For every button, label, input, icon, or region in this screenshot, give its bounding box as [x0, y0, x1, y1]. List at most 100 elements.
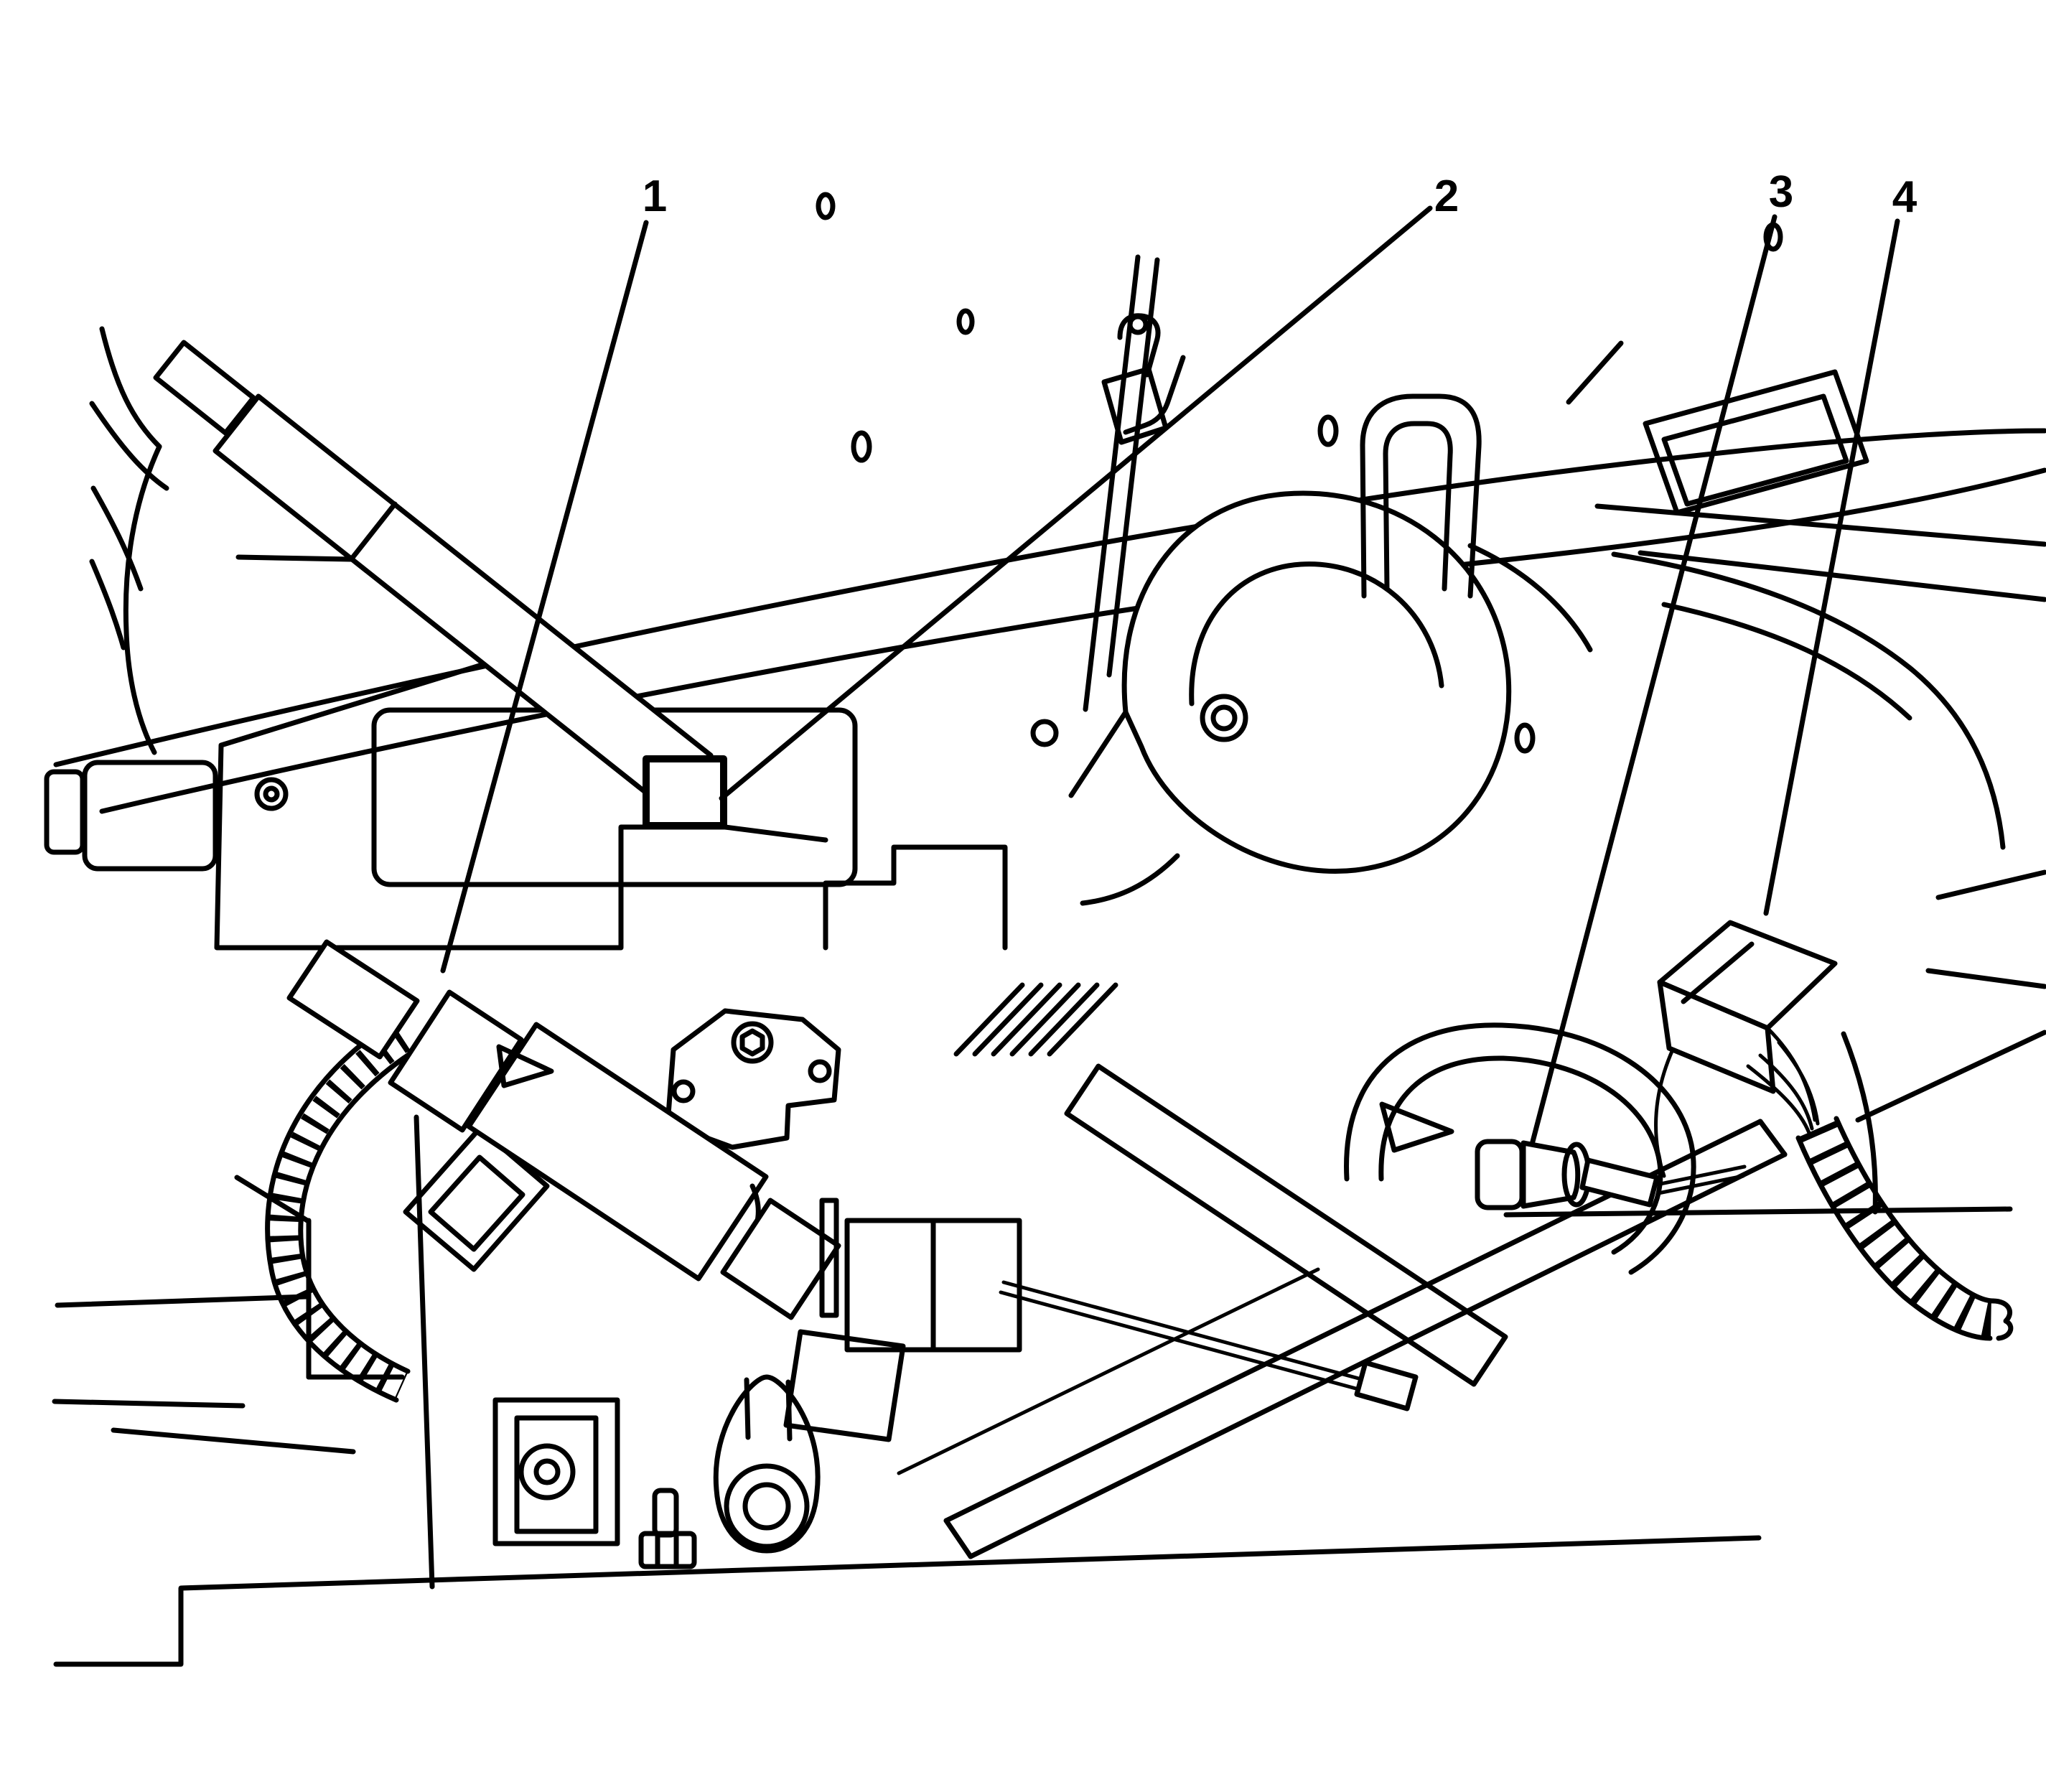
sensor-block [1475, 1139, 1525, 1210]
callout-label-4: 4 [1892, 172, 1917, 222]
center-right-blocks [819, 1198, 1022, 1353]
bracket-bolt-hex [739, 1028, 765, 1057]
hatch-line [991, 982, 1062, 1057]
panel-hole [851, 430, 872, 463]
bolt-stem [652, 1488, 679, 1538]
panel-hole [1317, 414, 1339, 447]
body-bolt [263, 785, 280, 803]
right-floor-line [1503, 1206, 2013, 1218]
sensor-wire [1655, 1165, 1747, 1187]
loom-end-curl [1990, 1298, 2014, 1341]
body-left-block [82, 760, 218, 872]
elbow-tube [1123, 355, 1186, 435]
body-bolt [1210, 704, 1238, 732]
callout-leader-1 [440, 220, 649, 974]
boss-outer [1121, 490, 1512, 874]
tray-rail-end [1757, 1119, 1788, 1157]
hatch-line [1009, 982, 1081, 1057]
dash-line [1935, 869, 2046, 900]
rod-end-cylinder [1354, 1360, 1419, 1411]
relay-rod [1064, 1063, 1508, 1387]
dash-line [1925, 968, 2046, 989]
funnel-outline [713, 1374, 821, 1554]
loop-handle [1360, 393, 1593, 653]
sensor-stub [1579, 1157, 1660, 1208]
shift-rod [999, 1290, 1363, 1392]
rim-curve [99, 326, 162, 449]
connector-wire [1654, 1047, 1675, 1178]
diamond-outer [403, 1126, 550, 1272]
panel-edge [1566, 340, 1624, 405]
floor-line [55, 1294, 310, 1308]
grille-hatch [953, 982, 1118, 1057]
linkage [897, 1063, 1788, 1559]
shaft-joint [349, 501, 398, 561]
body-step [823, 844, 1008, 951]
body-edge [414, 1114, 435, 1590]
body-bolt [1030, 719, 1059, 747]
boss-neck [1068, 709, 1129, 798]
box-outer [492, 1397, 620, 1546]
cylinder-rear-cap [286, 939, 420, 1060]
diamond-bracket [403, 1126, 550, 1272]
loop-inner [1383, 421, 1453, 592]
hatch-line [953, 982, 1025, 1057]
connector-wire [1777, 1040, 1820, 1126]
funnel-ring [742, 1482, 791, 1531]
boss-inner [1189, 561, 1444, 706]
rim-curve [123, 444, 162, 755]
panel-edge [1638, 550, 2046, 602]
rim-curve [89, 401, 169, 491]
dash-curve [1661, 602, 1912, 721]
panel-hole [816, 192, 836, 220]
sensor-wire [1656, 1174, 1745, 1195]
pillar-structures [816, 192, 1783, 754]
bracket-bolt [731, 1021, 774, 1064]
panel-hole [1514, 722, 1536, 754]
shaft-tip-cap [153, 340, 256, 436]
connector-detail [1681, 941, 1755, 1004]
box-inner [514, 1415, 599, 1534]
body-line [722, 824, 828, 843]
floor-line [52, 1399, 246, 1409]
floor-line [234, 1175, 310, 1223]
vent-panel [1566, 340, 2046, 602]
connector-side-face [1657, 979, 1776, 1094]
callout-label-1: 1 [643, 172, 667, 221]
connector-wire [1758, 1053, 1814, 1131]
body-left-tab [44, 769, 85, 855]
callout-leader-2 [719, 205, 1433, 801]
hook-outer [1344, 1022, 1696, 1275]
steering-wheel-rim-curves [89, 326, 169, 755]
tray-rail [968, 1152, 1788, 1559]
harness-connector [1654, 920, 2014, 1341]
loop-outer [1360, 393, 1482, 599]
round-boss [1068, 490, 1512, 906]
cylinder-collar [388, 989, 524, 1133]
floor-line [111, 1427, 356, 1455]
panel-edge [1594, 503, 2046, 547]
shift-position-sensor [1475, 1139, 1747, 1210]
cylinder-cable-edge [265, 1022, 399, 1403]
dash-curve [1611, 551, 2006, 850]
rim-curve [90, 485, 144, 592]
tray-rail-upper [897, 1267, 1320, 1475]
callout-leader-3 [1530, 214, 1778, 1144]
hook-inner [1378, 1055, 1663, 1255]
funnel-ring [724, 1463, 810, 1549]
j-hook-tube [1344, 1022, 1696, 1275]
cylinder-front-collar [720, 1198, 841, 1320]
lock-cylinder-assembly [265, 939, 906, 1442]
loop-flare [1467, 543, 1593, 653]
body-bolt [254, 777, 289, 811]
funnel-bushing [713, 1374, 821, 1554]
center-bracket [665, 1008, 841, 1150]
callout-label-3: 3 [1769, 167, 1793, 217]
post [819, 1198, 839, 1318]
box-bolt [533, 1458, 561, 1485]
loom-ribs [1799, 1120, 1993, 1340]
box-bolt [518, 1443, 576, 1501]
cylinder-barrel [466, 1022, 769, 1282]
